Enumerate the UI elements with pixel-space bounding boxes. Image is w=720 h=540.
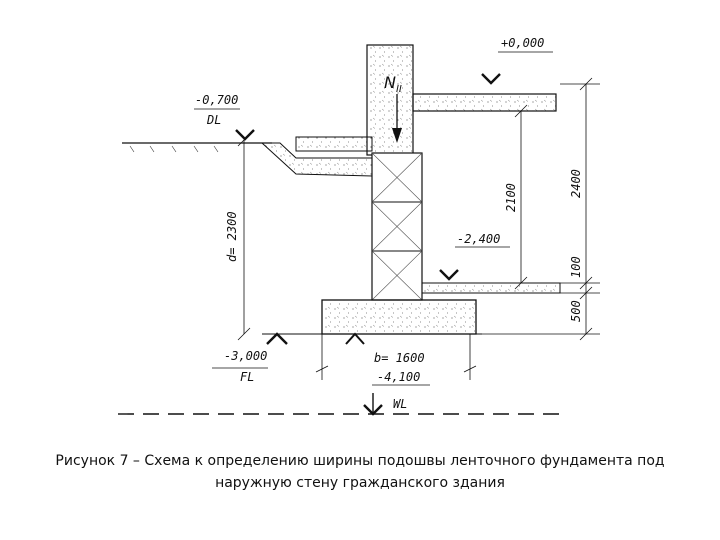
caption-line-1: Рисунок 7 – Схема к определению ширины п…: [55, 453, 665, 469]
block-joints: [372, 201, 422, 252]
dimension-depth: [237, 133, 251, 341]
floor-slab: [412, 93, 557, 112]
dim-2400-label: 2400: [569, 169, 583, 198]
wl-label: WL: [393, 397, 407, 411]
upper-wall: [366, 44, 414, 156]
block-crosses: [371, 152, 423, 301]
dl-level-label: -0,700: [195, 93, 238, 107]
ground-hatch: [129, 145, 219, 153]
dl-label: DL: [206, 113, 221, 127]
fl-label: FL: [240, 370, 254, 384]
level-mark-dl: [235, 129, 255, 141]
caption-line-2: наружную стену гражданского здания: [215, 475, 505, 491]
depth-label: d= 2300: [225, 211, 239, 262]
dim-500-label: 500: [569, 300, 583, 322]
wl-level-label: -4,100: [377, 370, 420, 384]
foundation-scheme: NII d= 2300 2100: [118, 36, 600, 416]
level-mark-fl: [266, 332, 288, 345]
dim-2100-label: 2100: [504, 183, 518, 212]
load-label: NII: [384, 73, 402, 95]
level-mark-basement: [439, 269, 459, 281]
fl-level-label: -3,000: [224, 349, 267, 363]
load-arrow-head: [392, 128, 402, 143]
dim-100-label: 100: [569, 256, 583, 278]
plinth-ledge: [295, 136, 373, 152]
footing-width-label: b= 1600: [374, 351, 425, 365]
dimension-width: [315, 334, 477, 380]
basement-floor: [421, 282, 561, 294]
footing: [321, 299, 477, 335]
level-mark-b: [345, 332, 365, 345]
basement-level-label: -2,400: [457, 232, 500, 246]
dimension-chain-right: [482, 77, 600, 341]
figure-caption: Рисунок 7 – Схема к определению ширины п…: [30, 450, 690, 494]
level-top-label: +0,000: [501, 36, 544, 50]
level-mark-top: [481, 73, 501, 85]
dimension-2100: [500, 104, 530, 290]
